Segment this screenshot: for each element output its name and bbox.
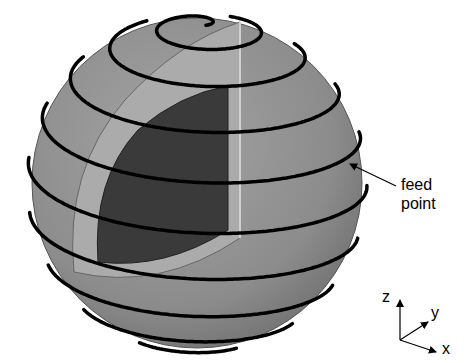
wire-turn xyxy=(70,57,339,133)
helical-wire xyxy=(28,16,367,353)
feed-point-label: feed point xyxy=(401,175,453,213)
wire-turn xyxy=(30,212,358,279)
axis-label: z xyxy=(382,287,390,306)
wire-turn xyxy=(140,343,237,353)
shell-section xyxy=(73,22,240,277)
inner-core xyxy=(97,86,228,263)
axis-label: x xyxy=(442,339,450,358)
wire-turn xyxy=(84,310,293,342)
wire-turn xyxy=(157,16,262,50)
wire-turn xyxy=(110,21,306,87)
outer-sphere xyxy=(32,18,362,348)
y-axis xyxy=(400,322,428,340)
x-axis xyxy=(400,340,436,352)
z-axis xyxy=(399,300,400,340)
wire-turn xyxy=(42,103,360,183)
cut-edge xyxy=(239,22,241,238)
axis-label: y xyxy=(431,303,439,322)
wire-turn xyxy=(28,158,367,234)
leader-line xyxy=(350,164,396,186)
wire-turn xyxy=(48,265,332,317)
